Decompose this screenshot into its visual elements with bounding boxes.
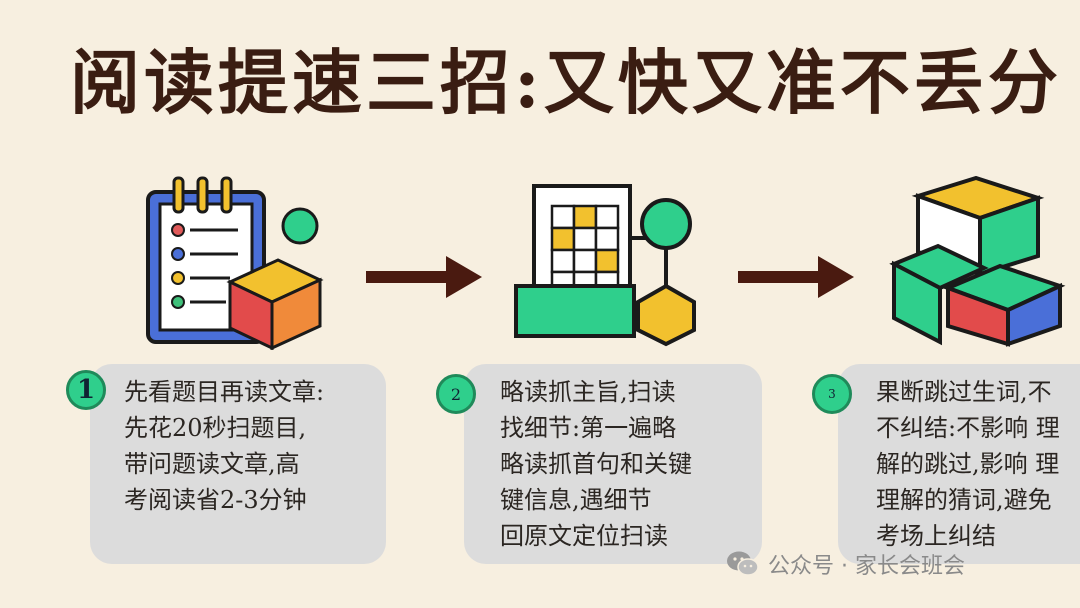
watermark-text: 公众号 · 家长会班会 [768,554,965,579]
page-title: 阅读提速三招:又快又准不丢分 [70,41,1062,124]
step-number-badge: 2 [436,374,476,414]
step-line: 果断跳过生词,不 [876,378,1052,406]
step-text: 果断跳过生词,不 不纠结:不影响 理 解的跳过,影响 理 理解的猜词,避免 考场… [876,374,1080,554]
step-text: 略读抓主旨,扫读 找细节:第一遍略 略读抓首句和关键 键信息,遇细节 回原文定位… [500,374,692,554]
step-line: 考场上纠结 [876,522,996,550]
step-number: 1 [76,375,96,405]
step-line: 略读抓首句和关键 [500,450,692,478]
step-card-2 [464,364,762,564]
step-line: 键信息,遇细节 [500,486,652,514]
step-number-badge: 3 [812,374,852,414]
step-line: 不纠结:不影响 理 [876,414,1060,442]
step-number-badge: 1 [66,370,106,410]
step-line: 回原文定位扫读 [500,522,668,550]
step-line: 找细节:第一遍略 [500,414,677,442]
step-line: 先花20秒扫题目, [124,414,307,442]
step-card-1 [90,364,386,564]
step-number: 2 [450,384,462,404]
arrow-right-icon [738,256,854,298]
grid-scan-icon [514,184,696,347]
wechat-icon [727,551,759,576]
step-text: 先看题目再读文章: 先花20秒扫题目, 带问题读文章,高 考阅读省2-3分钟 [124,374,324,518]
step-line: 略读抓主旨,扫读 [500,378,676,406]
step-line: 理解的猜词,避免 [876,486,1052,514]
step-number: 3 [828,387,836,401]
step-line: 解的跳过,影响 理 [876,450,1060,478]
cubes-icon [889,176,1066,347]
step-line: 考阅读省2-3分钟 [124,486,307,514]
step-line: 先看题目再读文章: [124,378,325,406]
clipboard-cube-icon [146,176,324,350]
step-card-3 [838,364,1080,564]
step-line: 带问题读文章,高 [124,450,300,478]
watermark: 公众号 · 家长会班会 [726,548,965,580]
arrow-right-icon [366,256,482,298]
